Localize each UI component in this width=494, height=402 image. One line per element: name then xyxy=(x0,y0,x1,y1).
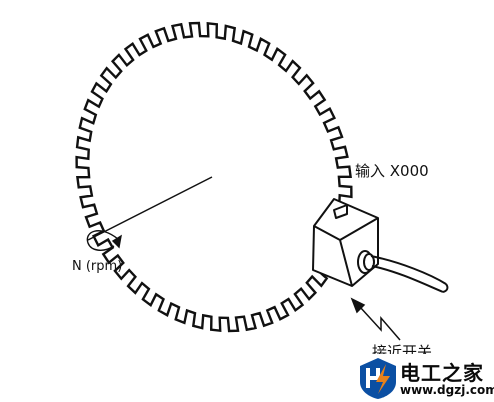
rotation-arrow-icon xyxy=(86,230,122,251)
site-watermark: 电工之家 www.dgzj.com xyxy=(354,354,494,402)
watermark-url: www.dgzj.com xyxy=(400,383,494,397)
shaft-axis xyxy=(87,176,213,241)
proximity-switch-icon xyxy=(312,198,449,293)
input-x000-label: 输入 X000 xyxy=(355,162,429,180)
watermark-name: 电工之家 xyxy=(400,361,484,385)
speed-rpm-label: N (rpm) xyxy=(72,259,123,274)
gear-wheel-icon xyxy=(75,21,353,333)
site-logo-icon xyxy=(360,358,396,399)
signal-arrow-icon xyxy=(350,297,401,341)
